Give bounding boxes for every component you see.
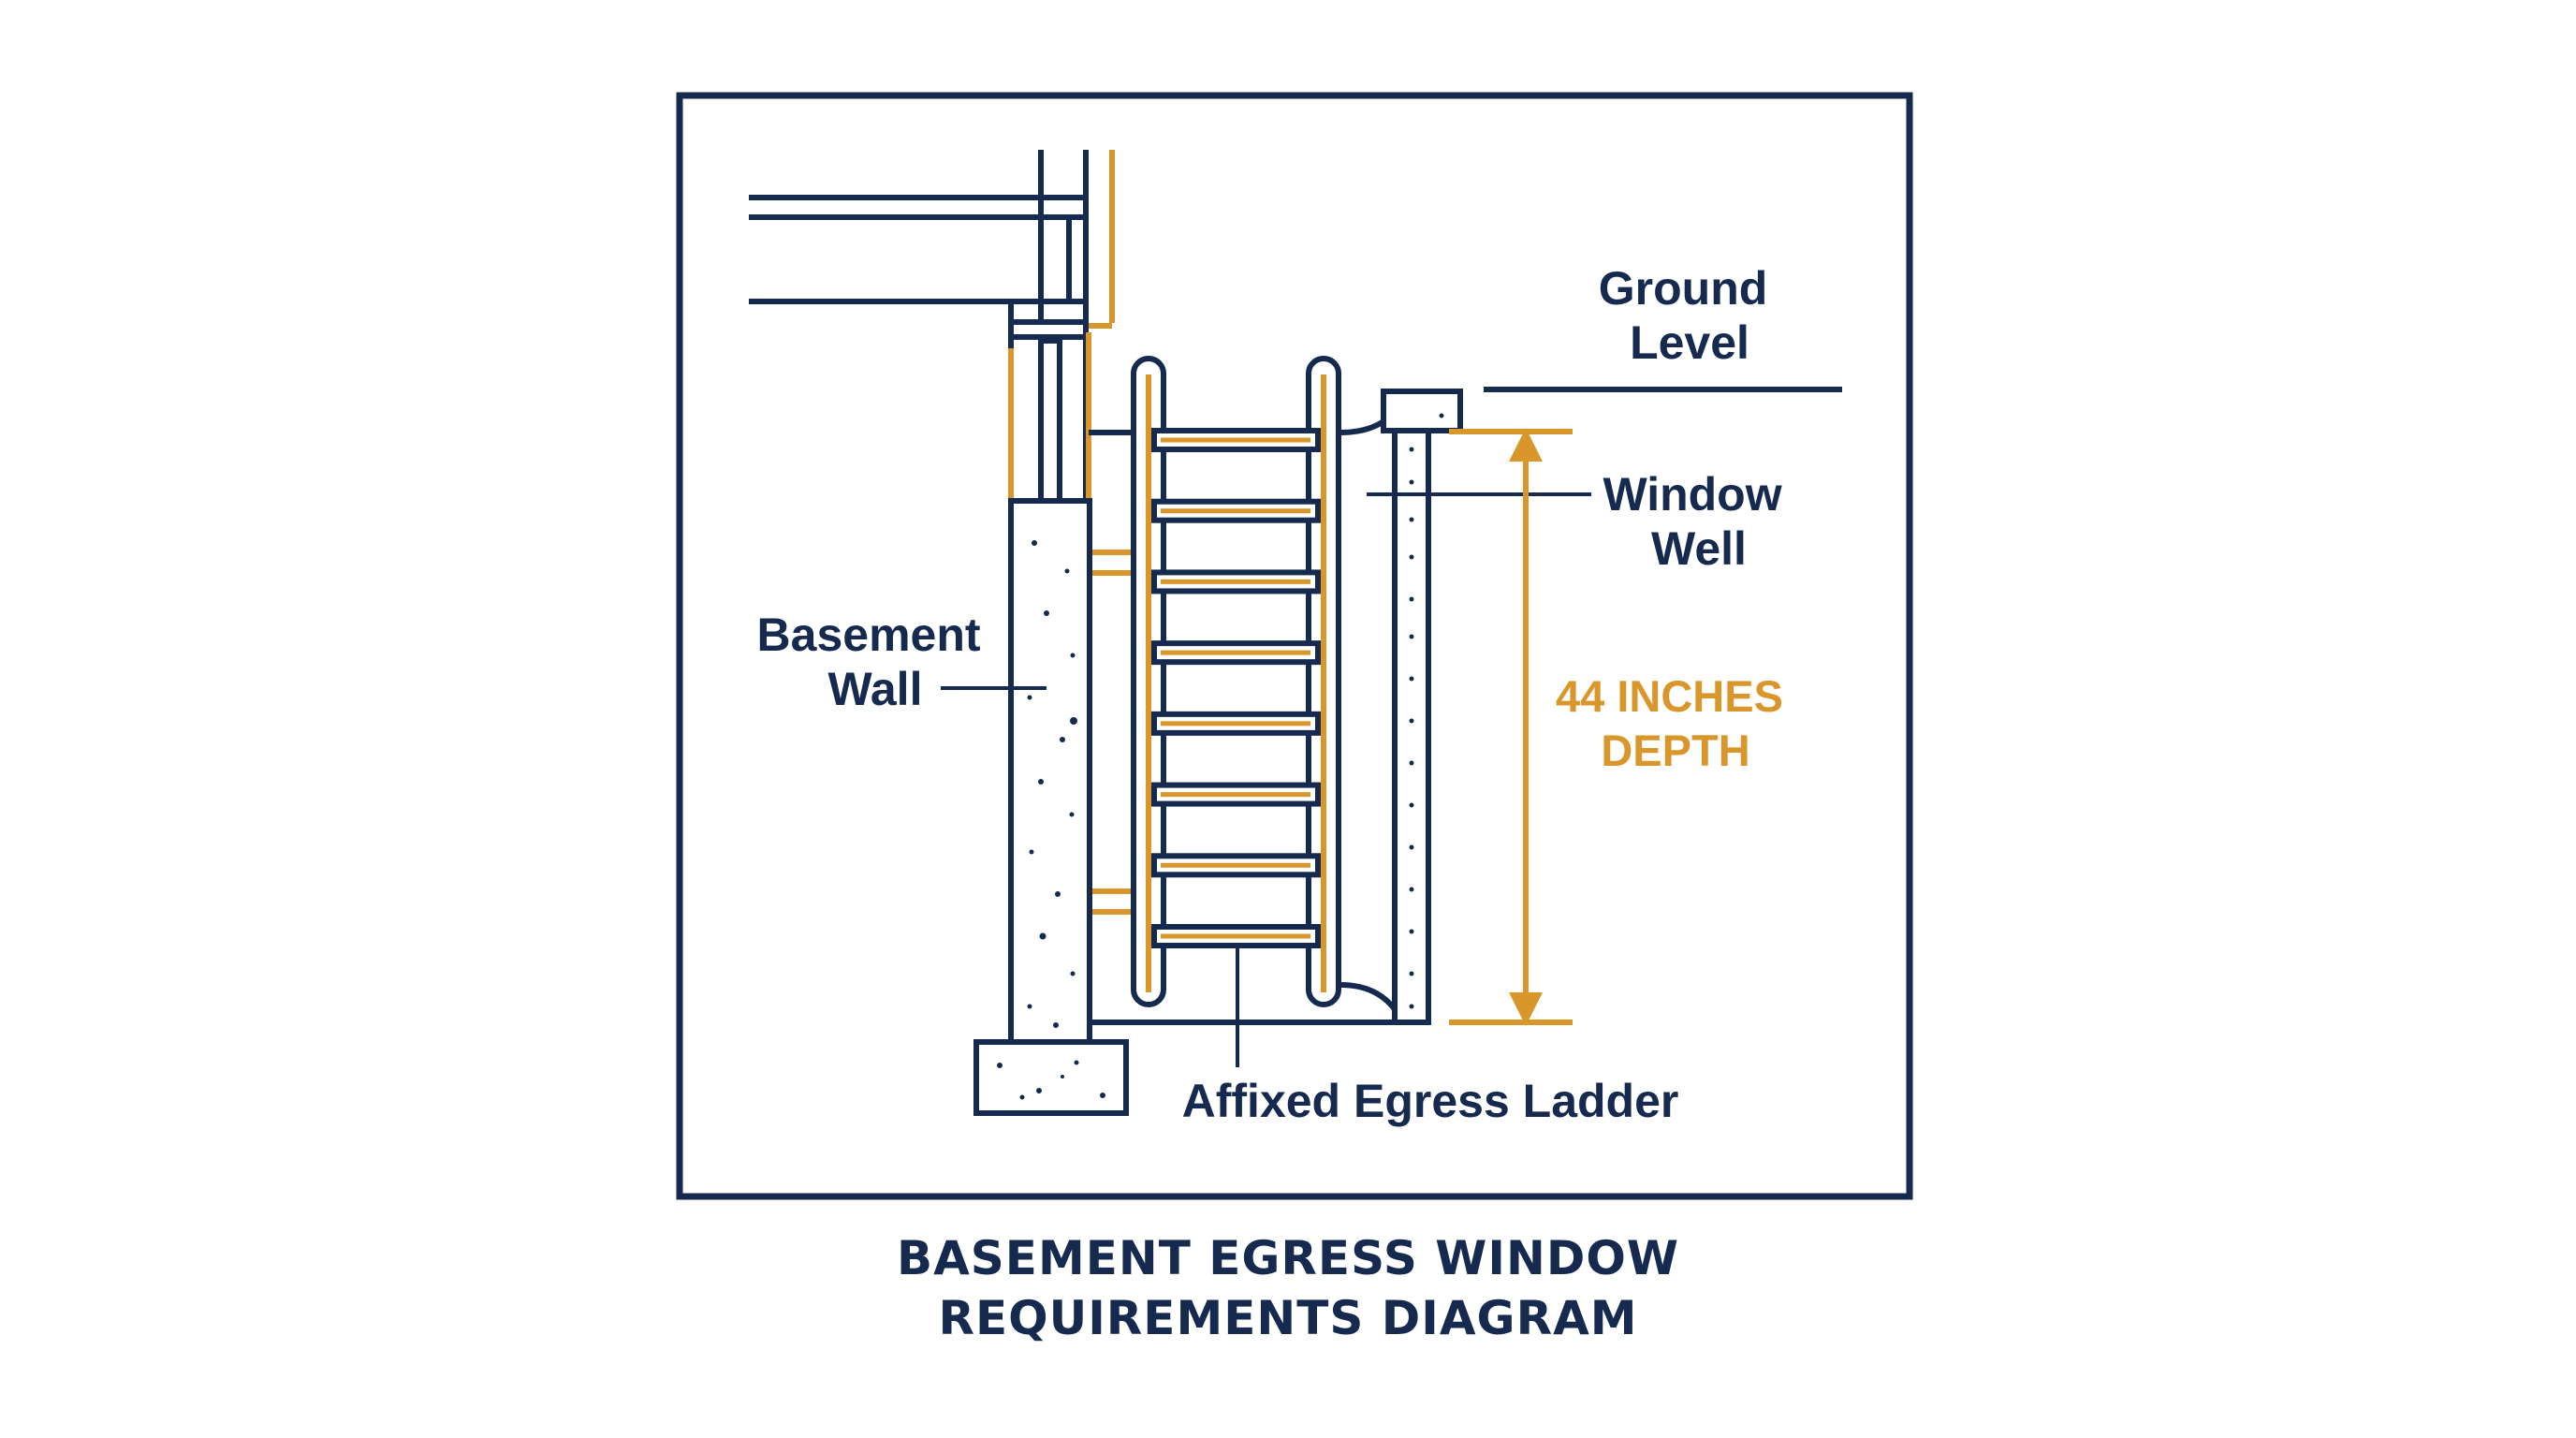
ladder-label: Affixed Egress Ladder — [1182, 1075, 1679, 1127]
title-line-1: BASEMENT EGRESS WINDOW — [896, 1231, 1680, 1285]
window-well-label: Window Well — [1603, 468, 1794, 575]
egress-ladder — [1131, 356, 1341, 1007]
footing — [973, 1039, 1129, 1116]
floor-structure — [749, 150, 1089, 514]
diagram-title: BASEMENT EGRESS WINDOW REQUIREMENTS DIAG… — [0, 1228, 2576, 1348]
basement-wall-label: Basement Wall — [757, 609, 994, 715]
ladder-rungs — [1151, 428, 1321, 948]
wood-framing — [1008, 150, 1133, 915]
depth-dimension — [1449, 428, 1573, 1026]
footing-speckle — [997, 1060, 1105, 1100]
ground-level-label: Ground Level — [1599, 262, 1780, 369]
wall-concrete-speckle — [1027, 540, 1077, 1028]
depth-label: 44 INCHES DEPTH — [1556, 671, 1795, 775]
basement-wall — [1008, 498, 1092, 1047]
window-well-speckle — [1409, 413, 1444, 1009]
title-line-2: REQUIREMENTS DIAGRAM — [938, 1291, 1638, 1345]
diagram-frame — [676, 92, 1913, 1200]
